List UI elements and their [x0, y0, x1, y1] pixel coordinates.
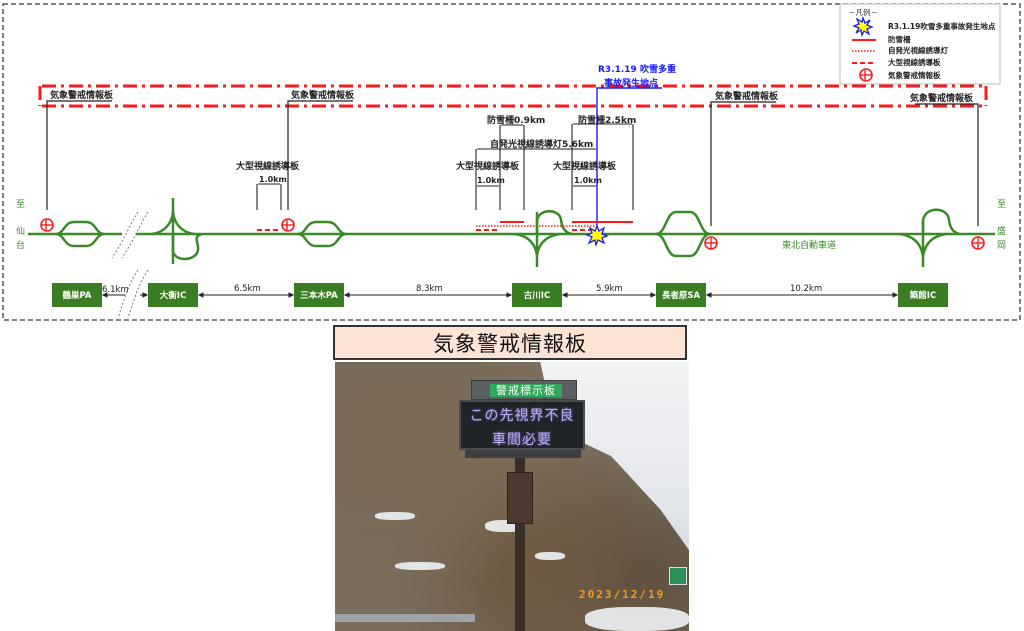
legend-label-self-light: 自発光視線誘導灯	[888, 45, 948, 55]
sign-header-frame: 警戒標示板	[471, 380, 577, 400]
expressway-road	[28, 198, 995, 267]
station-furukawa: 古川IC	[512, 283, 562, 307]
legend-label-guide-board: 大型視線誘導板	[888, 57, 941, 67]
station-ohira: 大衡IC	[148, 283, 198, 307]
svg-text:岡: 岡	[997, 240, 1006, 251]
warning-board-legend-icon	[859, 68, 873, 82]
weather-board-marker-1	[40, 218, 54, 232]
guide-board-3-label: 大型視線誘導板	[553, 160, 617, 172]
highway-name: 東北自動車道	[782, 239, 836, 251]
station-chojahara: 長者原SA	[656, 283, 706, 307]
svg-text:盛: 盛	[997, 225, 1006, 237]
guide-board-2-length: 1.0km	[477, 176, 505, 185]
guide-board-1-length: 1.0km	[259, 175, 287, 184]
guide-board-3-length: 1.0km	[574, 176, 602, 185]
accident-star-icon	[852, 15, 874, 37]
weather-board-photo: 警戒標示板 この先視界不良 車間必要 2023/12/19	[335, 362, 689, 631]
direction-sendai: 至 仙 台	[16, 199, 25, 251]
led-line-1: この先視界不良	[469, 408, 575, 424]
legend-title: －凡例－	[848, 7, 878, 17]
svg-text:仙: 仙	[16, 225, 25, 237]
furukawa-spans	[475, 123, 634, 210]
weather-board-label-3: 気象警戒情報板	[715, 90, 779, 102]
svg-text:至: 至	[16, 199, 25, 210]
warning-zone	[38, 84, 988, 108]
svg-text:築館IC: 築館IC	[909, 290, 936, 301]
photo-title: 気象警戒情報板	[333, 325, 687, 360]
distance-2: 6.5km	[234, 284, 261, 294]
warning-sign: 警戒標示板 この先視界不良 車間必要	[459, 380, 589, 470]
sign-base	[465, 450, 581, 458]
distance-arrows	[101, 292, 899, 298]
highway-countermeasure-diagram: －凡例－ R3.1.19吹雪多重事故発生地点 防雪柵 自発光視線誘導灯 大型視線…	[2, 3, 1021, 321]
photo-panel: 気象警戒情報板 警戒標示板 この先視界不良 車間必要 2023/12/19	[333, 325, 691, 631]
accident-label-line2: 事故発生地点	[604, 77, 658, 89]
guide-board-1-label: 大型視線誘導板	[236, 160, 300, 172]
control-box	[507, 472, 533, 524]
snow-patch	[585, 607, 689, 631]
road-break-marks	[111, 211, 149, 319]
distance-4: 5.9km	[596, 284, 623, 294]
accident-point-icon	[585, 224, 609, 248]
road-sign	[669, 567, 687, 585]
svg-text:長者原SA: 長者原SA	[662, 290, 701, 301]
legend: －凡例－ R3.1.19吹雪多重事故発生地点 防雪柵 自発光視線誘導灯 大型視線…	[839, 3, 1001, 85]
weather-board-marker-3	[704, 236, 718, 250]
self-light-label: 自発光視線誘導灯5.6km	[490, 138, 593, 150]
diagram-frame	[2, 3, 1021, 321]
weather-board-label-1: 気象警戒情報板	[50, 89, 114, 101]
snow-patch	[375, 512, 415, 520]
snow-patch	[535, 552, 565, 560]
accident-label-line1: R3.1.19 吹雪多重	[598, 63, 676, 75]
led-line-2: 車間必要	[492, 432, 552, 448]
station-tsurunosu: 鶴巣PA	[52, 283, 102, 307]
led-display: この先視界不良 車間必要	[459, 400, 585, 450]
svg-text:台: 台	[16, 239, 25, 251]
legend-label-snow-fence: 防雪柵	[888, 34, 911, 44]
distance-5: 10.2km	[790, 284, 822, 294]
callout-lines	[46, 100, 979, 226]
svg-text:鶴巣PA: 鶴巣PA	[62, 290, 91, 301]
direction-morioka: 至 盛 岡	[997, 199, 1006, 251]
distance-1: 6.1km	[102, 285, 129, 295]
guardrail	[335, 614, 475, 622]
snow-fence-1-label: 防雪柵0.9km	[487, 114, 545, 126]
legend-label-warning-board: 気象警戒情報板	[888, 70, 941, 80]
accident-callout: R3.1.19 吹雪多重 事故発生地点	[596, 63, 676, 228]
station-sanbongi: 三本木PA	[294, 283, 344, 307]
weather-board-marker-4	[971, 236, 985, 250]
sign-pole	[515, 457, 525, 631]
legend-label-accident: R3.1.19吹雪多重事故発生地点	[888, 21, 996, 31]
svg-text:古川IC: 古川IC	[524, 290, 550, 301]
weather-board-label-2: 気象警戒情報板	[291, 89, 355, 101]
date-stamp: 2023/12/19	[579, 588, 666, 601]
snow-patch	[395, 562, 445, 570]
distance-3: 8.3km	[416, 284, 443, 294]
svg-text:大衡IC: 大衡IC	[160, 290, 186, 301]
weather-board-marker-2	[281, 218, 295, 232]
svg-text:三本木PA: 三本木PA	[300, 290, 338, 301]
snow-fence-2-label: 防雪柵2.5km	[578, 114, 636, 126]
weather-board-label-4: 気象警戒情報板	[910, 92, 974, 104]
sign-header: 警戒標示板	[490, 384, 562, 397]
guide-board-2-label: 大型視線誘導板	[456, 160, 520, 172]
station-tsukidate: 築館IC	[898, 283, 948, 307]
guide-board-1-span	[256, 183, 282, 210]
svg-text:至: 至	[997, 199, 1006, 210]
